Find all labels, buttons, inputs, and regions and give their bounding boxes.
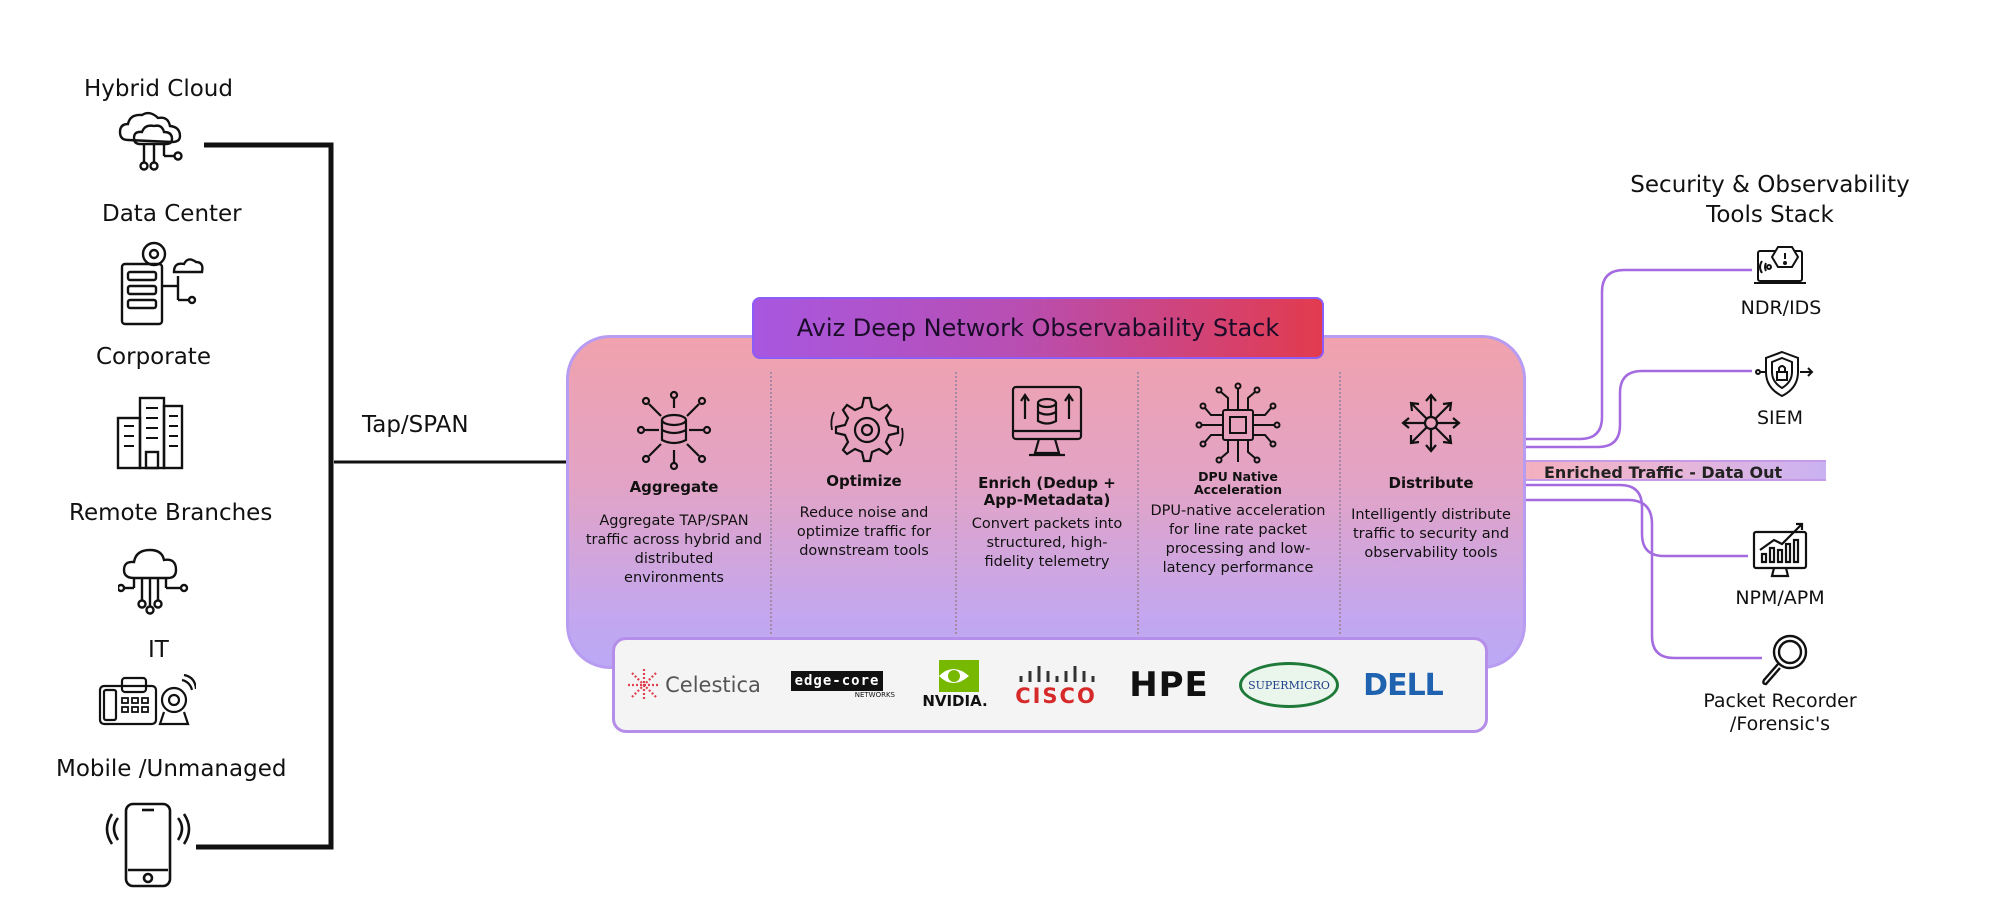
stage-description: Convert packets into structured, high-fi… (971, 516, 1123, 570)
observability-stack-panel (566, 335, 1526, 669)
stage-description: Aggregate TAP/SPAN traffic across hybrid… (585, 513, 763, 586)
stage-divider (1339, 372, 1341, 634)
stage-title: DPU Native Acceleration (1193, 469, 1283, 497)
tool-label-npm-apm: NPM/APM (1735, 587, 1825, 609)
stage-distribute: Distribute Intelligently distribute traf… (1346, 390, 1516, 563)
siem-shield-icon (1752, 348, 1816, 404)
hpe-text: HPE (1129, 665, 1209, 705)
source-label-remote-branches: Remote Branches (69, 500, 273, 526)
tap-span-label: Tap/SPAN (362, 412, 469, 438)
supermicro-text: SUPERMICRO (1248, 678, 1330, 692)
cisco-logo: CISCO (1011, 654, 1101, 716)
aggregate-icon (584, 390, 764, 478)
tool-label-ndr-ids: NDR/IDS (1740, 297, 1822, 319)
stage-title: Distribute (1388, 474, 1474, 492)
stage-title: Aggregate (629, 478, 719, 496)
nvidia-eye-icon (939, 660, 979, 692)
hybrid-cloud-icon (114, 108, 194, 180)
celestica-starburst-icon (628, 669, 661, 701)
edgecore-text: edge-core (790, 671, 884, 691)
stage-title: Optimize (826, 472, 902, 490)
tools-stack-title: Security & Observability Tools Stack (1610, 170, 1930, 230)
vendor-logos-bar: Celestica edge-core NETWORKS NVIDIA. CIS… (612, 637, 1488, 733)
stage-description: DPU-native acceleration for line rate pa… (1150, 503, 1326, 576)
celestica-text: Celestica (665, 673, 761, 697)
magnifier-icon (1760, 632, 1810, 690)
nvidia-text: NVIDIA. (922, 692, 988, 710)
stage-divider (955, 372, 957, 634)
data-center-icon (118, 236, 208, 332)
edgecore-logo: edge-core NETWORKS (773, 654, 901, 716)
nvidia-logo: NVIDIA. (915, 654, 995, 716)
tool-label-line2: /Forensic's (1729, 713, 1831, 735)
corporate-building-icon (114, 392, 186, 476)
hpe-logo: HPE (1119, 654, 1219, 716)
tool-label-packet-recorder: Packet Recorder /Forensic's (1690, 690, 1870, 736)
source-label-it: IT (148, 637, 169, 663)
distribute-icon (1346, 390, 1516, 460)
celestica-logo: Celestica (621, 654, 767, 716)
stage-description: Intelligently distribute traffic to secu… (1351, 507, 1511, 561)
enrich-monitor-icon (962, 383, 1132, 467)
dell-text: DELL (1363, 667, 1444, 703)
stage-aggregate: Aggregate Aggregate TAP/SPAN traffic acr… (584, 390, 764, 588)
cisco-text: CISCO (1015, 684, 1097, 708)
edgecore-networks-text: NETWORKS (854, 691, 895, 699)
enriched-traffic-strip: Enriched Traffic - Data Out (1526, 460, 1826, 482)
cisco-bars-icon (1019, 666, 1095, 682)
stage-enrich: Enrich (Dedup + App-Metadata) Convert pa… (962, 383, 1132, 572)
source-label-corporate: Corporate (96, 344, 211, 370)
it-devices-icon (98, 672, 198, 732)
stage-description: Reduce noise and optimize traffic for do… (796, 505, 932, 559)
source-label-mobile-unmanaged: Mobile /Unmanaged (56, 756, 287, 782)
dell-logo: DELL (1355, 654, 1451, 716)
tool-label-siem: SIEM (1756, 407, 1804, 429)
tool-label-line1: Packet Recorder (1703, 690, 1857, 712)
stage-divider (770, 372, 772, 634)
tools-title-line2: Tools Stack (1706, 202, 1834, 228)
tools-title-line1: Security & Observability (1630, 172, 1910, 198)
remote-branches-icon (116, 544, 192, 620)
source-bracket-line (196, 142, 334, 850)
npm-apm-monitor-icon (1750, 520, 1810, 584)
source-label-hybrid-cloud: Hybrid Cloud (84, 76, 233, 102)
stage-optimize: Optimize Reduce noise and optimize traff… (782, 390, 946, 561)
supermicro-logo: SUPERMICRO (1239, 654, 1339, 716)
source-label-data-center: Data Center (102, 201, 242, 227)
ndr-ids-icon (1752, 243, 1808, 293)
stage-divider (1137, 372, 1139, 634)
stage-dpu-acceleration: DPU Native Acceleration DPU-native accel… (1143, 382, 1333, 578)
tool-links (1522, 268, 1762, 660)
mobile-phone-icon (104, 800, 192, 894)
chip-icon (1143, 382, 1333, 470)
stack-title: Aviz Deep Network Observabaility Stack (752, 297, 1324, 359)
gear-icon (782, 390, 946, 470)
stage-title: Enrich (Dedup + App-Metadata) (978, 474, 1116, 509)
